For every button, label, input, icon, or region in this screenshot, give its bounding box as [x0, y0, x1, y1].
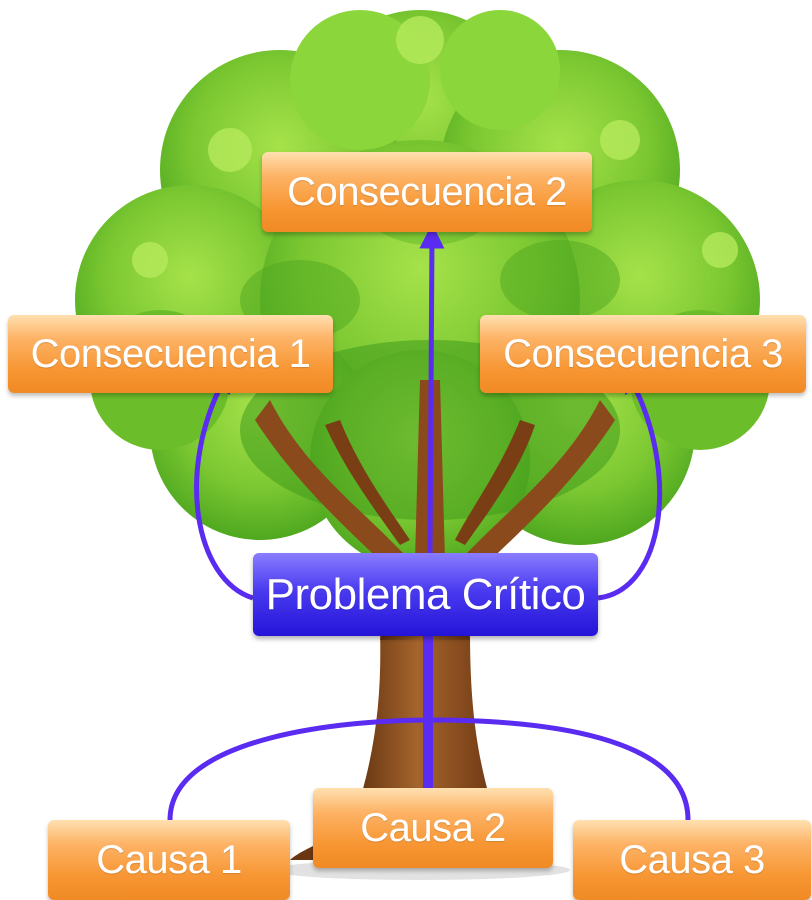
problem-box: Problema Crítico — [253, 553, 598, 636]
arrow-to-consecuencia-3 — [597, 367, 663, 601]
consequence-box-1: Consecuencia 1 — [8, 315, 333, 393]
arrow-to-consecuencia-1 — [194, 367, 254, 601]
cause-box-1: Causa 1 — [48, 820, 290, 900]
consequence-box-3: Consecuencia 3 — [480, 315, 806, 393]
arrow-to-consecuencia-2 — [419, 223, 445, 554]
cause-box-2: Causa 2 — [313, 788, 553, 868]
consequence-box-2: Consecuencia 2 — [262, 152, 592, 232]
connector-arrows — [167, 223, 691, 821]
cause-box-3: Causa 3 — [573, 820, 811, 900]
